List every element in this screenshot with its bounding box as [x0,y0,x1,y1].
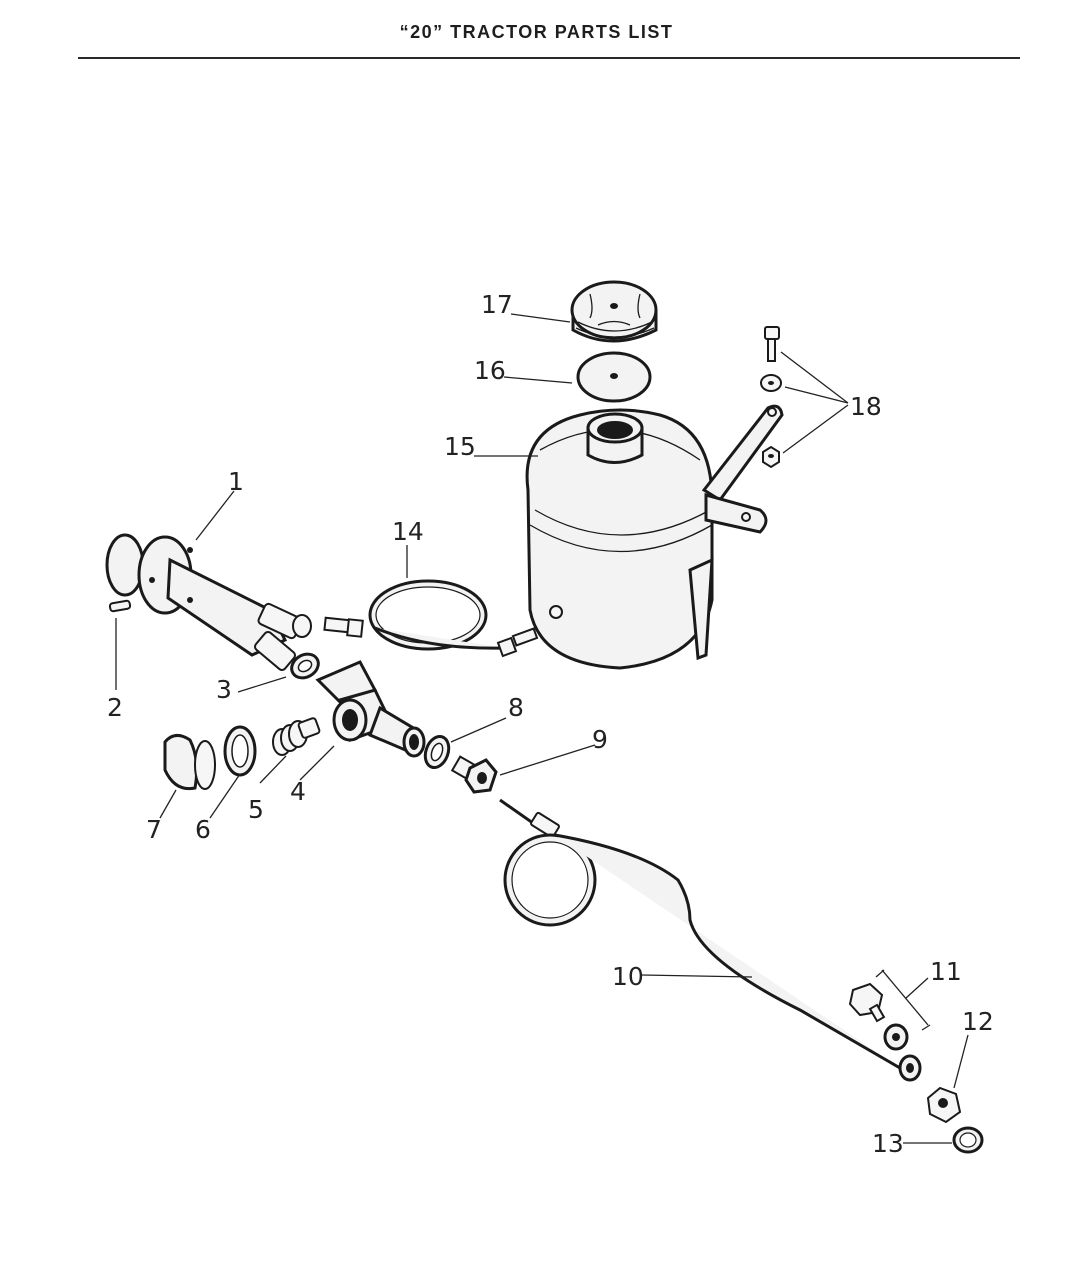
callout-1: 1 [228,467,244,496]
part-11-banjo-bolt [848,982,909,1051]
part-13-washer [952,1126,984,1154]
part-1-tap-body [105,533,312,672]
leader-lines [115,313,969,1144]
part-8-washer [423,735,451,769]
callout-13: 13 [872,1129,904,1158]
callout-16: 16 [474,356,506,385]
callout-15: 15 [444,432,476,461]
part-5-spring [272,717,321,756]
callout-3: 3 [216,675,232,704]
callout-11: 11 [930,957,962,986]
callout-18: 18 [850,392,882,421]
callout-labels: 1 2 3 4 5 6 7 8 9 10 11 12 13 14 15 16 1… [107,290,994,1158]
callout-12: 12 [962,1007,994,1036]
part-6-washer [223,725,257,777]
part-17-filler-cap [570,280,658,343]
callout-4: 4 [290,777,306,806]
part-18-fixings [760,326,782,469]
part-15-reservoir [525,404,784,670]
page-title: “20” TRACTOR PARTS LIST [399,22,674,42]
callout-6: 6 [195,815,211,844]
callout-8: 8 [508,693,524,722]
callout-9: 9 [592,725,608,754]
callout-10: 10 [612,962,644,991]
part-4-tee-union [315,660,426,758]
callout-7: 7 [146,815,162,844]
part-3-washer [290,652,320,680]
page-header: “20” TRACTOR PARTS LIST [0,22,1073,43]
part-16-filter-disc [576,351,652,403]
part-12-union [926,1086,962,1124]
part-14-pipe [323,579,539,658]
callout-2: 2 [107,693,123,722]
callout-14: 14 [392,517,424,546]
part-9-adaptor [450,755,498,794]
part-10-pipe [499,798,922,1082]
callout-5: 5 [248,795,264,824]
callout-17: 17 [481,290,513,319]
header-rule [78,57,1020,59]
part-2-screw [108,599,132,613]
part-7-tap-handle [163,734,216,791]
